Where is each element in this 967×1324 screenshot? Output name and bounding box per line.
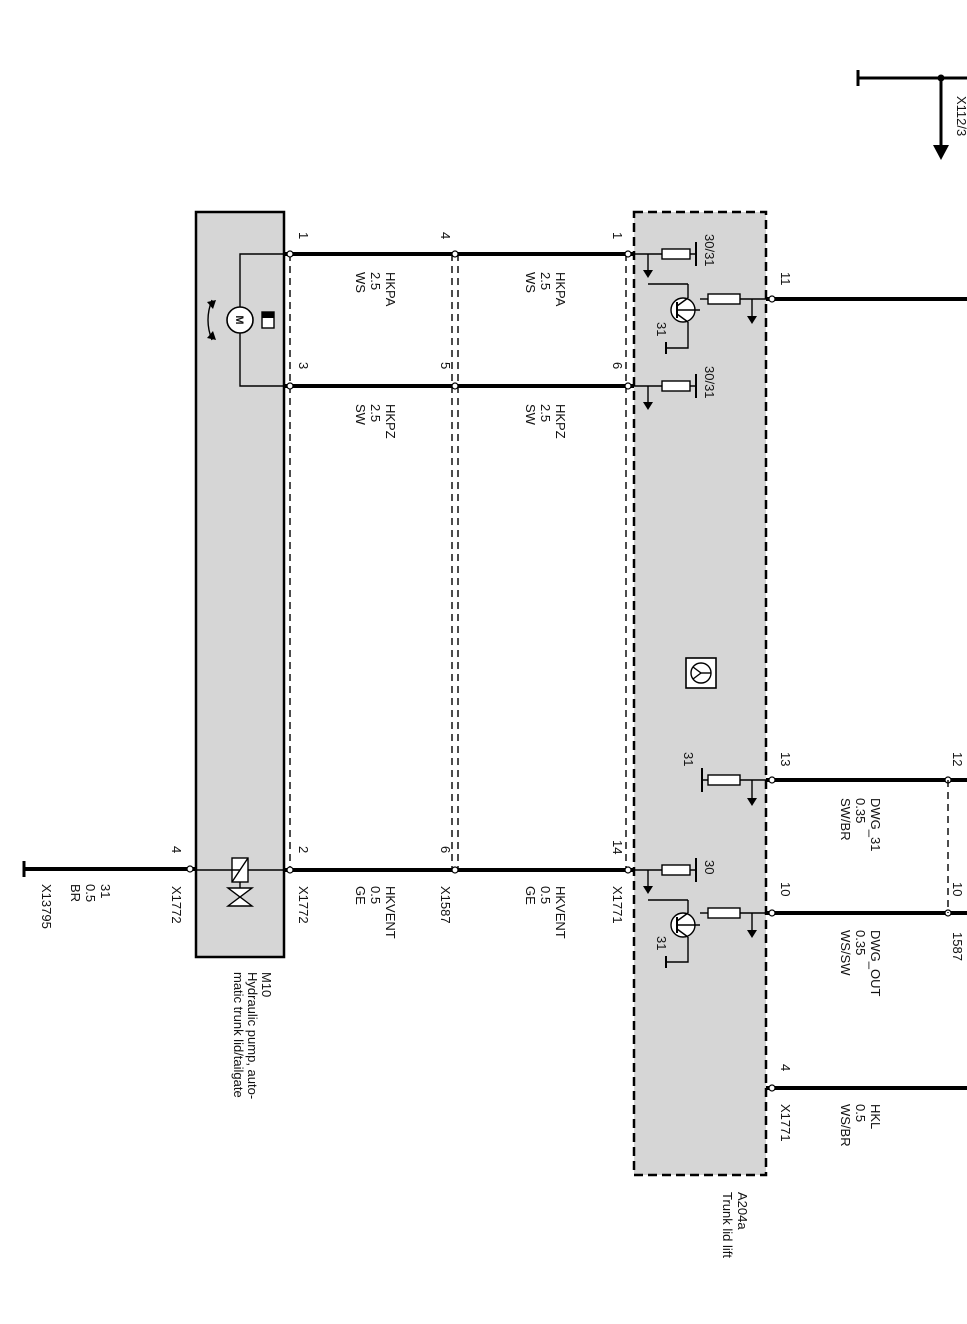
arrow-down-icon <box>643 402 653 410</box>
a204a-pin-10: 10 <box>778 882 793 896</box>
hkpz-color-left: SW <box>353 404 368 426</box>
arrow-down-icon <box>747 930 757 938</box>
a204a-connector-x1771-right: X1771 <box>778 1104 793 1142</box>
hkvent-name-right: HKVENT <box>553 886 568 939</box>
hkl-name: HKL <box>868 1104 883 1129</box>
m10-pin-4: 4 <box>169 846 184 853</box>
m10-desc-line2: matic trunk lid/tailgate <box>231 972 246 1098</box>
hkpz-size-right: 2.5 <box>538 404 553 422</box>
m10-connector-x1772-right: X1772 <box>296 886 311 924</box>
x1587-label: X1587 <box>438 886 453 924</box>
dwg31-name: DWG_31 <box>868 798 883 851</box>
x1587-pin-5: 5 <box>438 362 453 369</box>
a204a-id: A204a <box>735 1192 750 1230</box>
m10-pin-1: 1 <box>296 232 311 239</box>
valve-icon <box>225 887 255 898</box>
ground-connector-x13795: X13795 <box>39 884 54 929</box>
left-wires: 4 5 6 X1587 HKPA 2.5 WS HKPA 2.5 WS HKPZ… <box>284 232 634 939</box>
terminal-31-c: 31 <box>654 936 669 950</box>
arrow-down-icon <box>747 316 757 324</box>
terminal-30: 30 <box>702 860 717 874</box>
m10-id: M10 <box>259 972 274 997</box>
x1587-pin-4: 4 <box>438 232 453 239</box>
a204a-module: 1 6 14 X1771 30/31 31 30/31 <box>610 210 793 1258</box>
ground-wire-color: BR <box>68 884 83 902</box>
top-connector: X112/3 <box>856 70 967 160</box>
a204a-pin-11: 11 <box>778 272 793 286</box>
hkvent-size-left: 0.5 <box>368 886 383 904</box>
a204a-desc: Trunk lid lift <box>720 1192 735 1258</box>
connector-x112-3-label: X112/3 <box>954 96 967 136</box>
terminal-30-31-b: 30/31 <box>702 366 717 399</box>
right-connector-pin-12: 12 <box>950 752 965 766</box>
right-wires: 12 10 1587 DWG_31 0.35 SW/BR DWG_OUT 0.3… <box>766 295 967 1147</box>
hkl-color: WS/BR <box>838 1104 853 1147</box>
dwgout-size: 0.35 <box>853 930 868 955</box>
hkvent-size-right: 0.5 <box>538 886 553 904</box>
a204a-connector-x1771-left: X1771 <box>610 886 625 924</box>
dwg31-size: 0.35 <box>853 798 868 823</box>
hkvent-name-left: HKVENT <box>383 886 398 939</box>
hkpa-name-right: HKPA <box>553 272 568 307</box>
m10-pin-3: 3 <box>296 362 311 369</box>
motor-icon: M <box>233 315 245 324</box>
terminal-30-31-a: 30/31 <box>702 234 717 267</box>
a204a-pin-6: 6 <box>610 362 625 369</box>
ground-wire-name: 31 <box>98 884 113 898</box>
hkpz-name-left: HKPZ <box>383 404 398 439</box>
x1587-pin-6: 6 <box>438 846 453 853</box>
dwg31-color: SW/BR <box>838 798 853 841</box>
m10-module: M 1 3 2 4 X1772 X1772 M10 Hydraulic pump… <box>169 210 311 1099</box>
a204a-pin-4: 4 <box>778 1064 793 1071</box>
a204a-pin-13: 13 <box>778 752 793 766</box>
arrow-down-icon <box>643 270 653 278</box>
hkpa-size-right: 2.5 <box>538 272 553 290</box>
terminal-31-a: 31 <box>654 322 669 336</box>
hkvent-color-right: GE <box>523 886 538 905</box>
dwgout-name: DWG_OUT <box>868 930 883 997</box>
arrow-down-icon <box>747 798 757 806</box>
right-connector-1587: 1587 <box>950 932 965 961</box>
hkpa-name-left: HKPA <box>383 272 398 307</box>
terminal-31-b: 31 <box>681 752 696 766</box>
dwgout-color: WS/SW <box>838 930 853 976</box>
hkpa-color-left: WS <box>353 272 368 293</box>
arrow-down-icon <box>933 145 949 160</box>
right-connector-pin-10: 10 <box>950 882 965 896</box>
hkl-size: 0.5 <box>853 1104 868 1122</box>
a204a-pin-1: 1 <box>610 232 625 239</box>
hkvent-color-left: GE <box>353 886 368 905</box>
hkpz-size-left: 2.5 <box>368 404 383 422</box>
m10-desc-line1: Hydraulic pump, auto- <box>245 972 260 1099</box>
arrow-down-icon <box>643 886 653 894</box>
hkpa-size-left: 2.5 <box>368 272 383 290</box>
hkpz-name-right: HKPZ <box>553 404 568 439</box>
hkpz-color-right: SW <box>523 404 538 426</box>
ground-wire-size: 0.5 <box>83 884 98 902</box>
m10-pin-2: 2 <box>296 846 311 853</box>
a204a-pin-14: 14 <box>610 840 625 854</box>
hkpa-color-right: WS <box>523 272 538 293</box>
ground-wire: 31 0.5 BR X13795 <box>22 861 196 929</box>
m10-connector-x1772-left: X1772 <box>169 886 184 924</box>
